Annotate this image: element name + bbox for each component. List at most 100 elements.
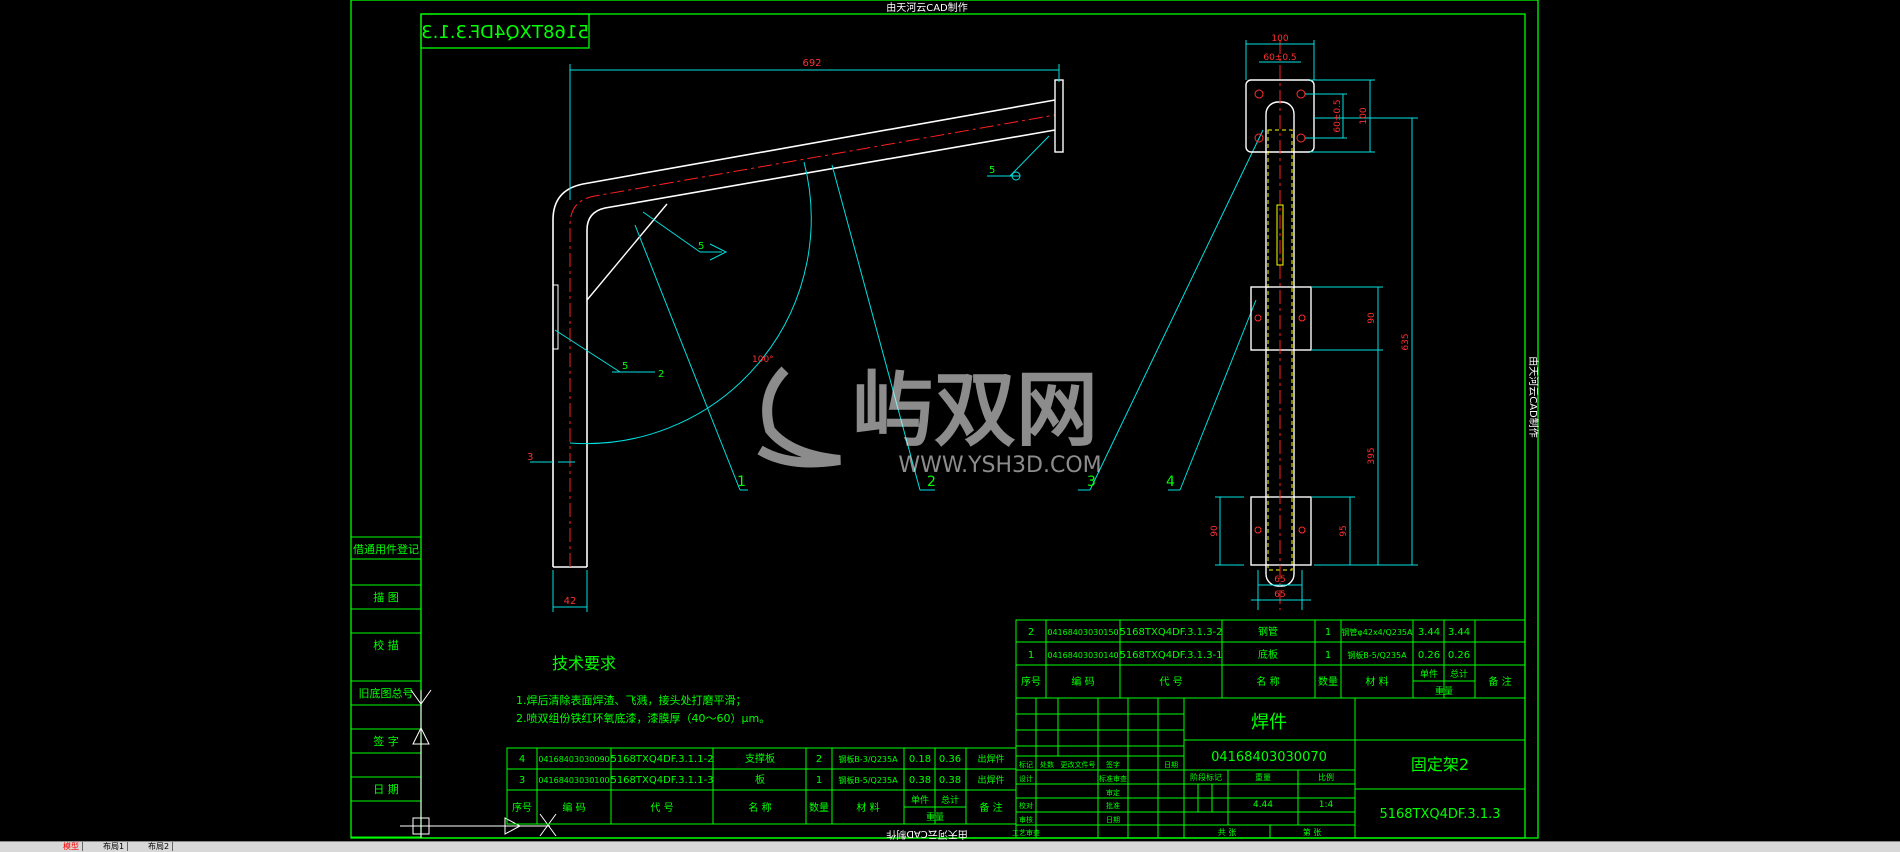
title-code: 04168403030070	[1211, 750, 1327, 765]
svg-text:04168403030140: 04168403030140	[1047, 651, 1118, 660]
stamp-3: 旧底图总号	[359, 686, 414, 700]
dim-r90: 90	[1367, 312, 1377, 324]
mirrored-code: 5168TXQ4DF.3.1.3	[421, 22, 589, 43]
svg-text:更改文件号: 更改文件号	[1061, 760, 1096, 769]
svg-text:0.26: 0.26	[1448, 650, 1470, 661]
svg-text:1: 1	[1028, 650, 1034, 661]
inner-border	[420, 13, 1526, 839]
dim-r60v: 60±0.5	[1333, 99, 1343, 132]
tab-layout1[interactable]: 布局1	[100, 842, 129, 851]
layout-tab-bar	[0, 841, 1900, 852]
svg-text:阶段标记: 阶段标记	[1190, 772, 1222, 782]
svg-text:序号: 序号	[1021, 675, 1041, 688]
watermark-url: WWW.YSH3D.COM	[898, 453, 1101, 478]
gusset	[586, 203, 668, 301]
bottom-plate	[1250, 496, 1312, 566]
dim-r60: 60±0.5	[1263, 53, 1296, 63]
svg-text:钢板B-5/Q235A: 钢板B-5/Q235A	[1347, 650, 1407, 660]
side-dimension-text: 692 3 42 100° 5 5 2 5	[527, 58, 995, 607]
tech-req-line1: 1.焊后清除表面焊渣、飞溅，接头处打磨平滑；	[516, 693, 747, 707]
front-view	[1245, 40, 1315, 610]
svg-text:0.38: 0.38	[909, 775, 931, 786]
svg-text:单件: 单件	[1420, 668, 1438, 680]
weld-5c: 5	[989, 165, 995, 176]
svg-text:5168TXQ4DF.3.1.3-2: 5168TXQ4DF.3.1.3-2	[1119, 627, 1222, 638]
svg-text:签字: 签字	[1106, 760, 1120, 769]
svg-text:单件: 单件	[911, 794, 929, 806]
front-dimensions	[1215, 40, 1418, 610]
svg-text:1: 1	[1325, 627, 1331, 638]
svg-text:备 注: 备 注	[979, 801, 1002, 814]
svg-text:材 料: 材 料	[856, 801, 879, 814]
technical-requirements: 技术要求 1.焊后清除表面焊渣、飞溅，接头处打磨平滑； 2.喷双组份铁红环氧底漆…	[516, 654, 770, 725]
svg-text:序号: 序号	[512, 801, 532, 814]
svg-text:5168TXQ4DF.3.1.3-1: 5168TXQ4DF.3.1.3-1	[1119, 650, 1222, 661]
dim-3: 3	[527, 452, 533, 463]
svg-text:04168403030090: 04168403030090	[538, 755, 609, 764]
svg-text:出焊件: 出焊件	[977, 774, 1004, 786]
bom-left-grid	[506, 747, 1017, 825]
svg-text:5168TXQ4DF.3.1.1-2: 5168TXQ4DF.3.1.1-2	[610, 754, 713, 765]
mid-plate	[1250, 286, 1312, 351]
part-type: 焊件	[1251, 712, 1287, 733]
dim-r65b: 65	[1274, 590, 1285, 600]
svg-text:重量: 重量	[926, 811, 944, 823]
balloons: 1 2 3 4	[737, 474, 1175, 490]
svg-text:总计: 总计	[1450, 668, 1468, 680]
svg-text:3.44: 3.44	[1418, 627, 1440, 638]
bom-right-text: 2 04168403030150 5168TXQ4DF.3.1.3-2 钢管 1…	[1021, 625, 1512, 697]
side-dimensions	[530, 64, 1264, 612]
svg-text:审定: 审定	[1106, 788, 1120, 797]
svg-text:编 码: 编 码	[562, 801, 585, 814]
tube-centerline	[569, 114, 1056, 567]
dim-r90b: 90	[1210, 525, 1220, 537]
svg-text:代 号: 代 号	[650, 802, 673, 814]
svg-text:1: 1	[1325, 650, 1331, 661]
tab-layout2[interactable]: 布局2	[145, 842, 174, 851]
dim-r635: 635	[1401, 333, 1411, 350]
svg-text:0.18: 0.18	[909, 754, 931, 765]
svg-text:钢板B-3/Q235A: 钢板B-3/Q235A	[838, 754, 898, 764]
front-dimension-text: 100 60±0.5 60±0.5 100 635 90 395 95 90 6…	[1210, 34, 1411, 600]
svg-text:日期: 日期	[1164, 761, 1178, 769]
svg-text:04168403030100: 04168403030100	[538, 776, 609, 785]
svg-text:3.44: 3.44	[1448, 627, 1470, 638]
weld-5a: 5	[698, 241, 704, 252]
svg-text:1: 1	[816, 775, 822, 786]
drawing-frame	[350, 0, 1539, 839]
svg-text:工艺审查: 工艺审查	[1012, 828, 1040, 837]
tube-inner	[586, 129, 1056, 567]
svg-text:2: 2	[1028, 627, 1034, 638]
title-block-grid	[1015, 697, 1526, 839]
tech-req-line2: 2.喷双组份铁红环氧底漆，漆膜厚（40～60）μm。	[516, 711, 770, 725]
tube-outer	[552, 99, 1056, 567]
svg-text:钢管φ42x4/Q235A: 钢管φ42x4/Q235A	[1341, 627, 1413, 637]
stamp-5: 日 期	[373, 783, 399, 796]
left-stamp-text: 借通用件登记 描 图 校 描 旧底图总号 签 字 日 期	[353, 542, 419, 796]
code-box	[420, 13, 590, 49]
weight: 4.44	[1253, 800, 1273, 810]
balloon-4: 4	[1166, 474, 1175, 490]
watermark-brand: 屿双网	[852, 363, 1098, 458]
dim-r395: 395	[1367, 447, 1377, 464]
tech-req-title: 技术要求	[552, 654, 616, 673]
svg-text:重量: 重量	[1255, 772, 1271, 782]
svg-text:共 张: 共 张	[1218, 828, 1237, 837]
weld-5b: 5	[622, 361, 628, 372]
svg-text:支撑板: 支撑板	[745, 752, 775, 765]
balloon-3: 3	[1087, 474, 1096, 490]
svg-text:名 称: 名 称	[748, 801, 771, 814]
svg-text:重量: 重量	[1435, 685, 1453, 697]
dim-r100: 100	[1271, 34, 1288, 44]
part-name: 固定架2	[1411, 755, 1469, 774]
projection-symbol	[400, 689, 557, 838]
svg-text:数量: 数量	[809, 801, 829, 814]
dim-692: 692	[802, 58, 821, 69]
dim-r65: 65	[1274, 575, 1285, 585]
svg-text:标准审查: 标准审查	[1099, 774, 1127, 783]
top-caption: 由天河云CAD制作	[886, 1, 968, 14]
drawing-no: 5168TXQ4DF.3.1.3	[1379, 807, 1500, 822]
svg-text:板: 板	[755, 773, 765, 786]
tab-model[interactable]: 模型	[60, 842, 83, 851]
svg-text:0.38: 0.38	[939, 775, 961, 786]
